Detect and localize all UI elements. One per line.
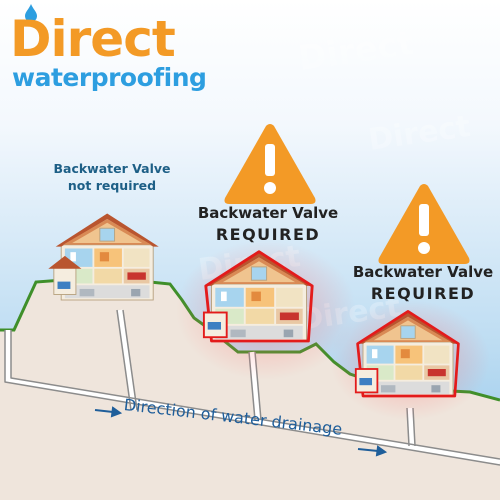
label-line: Backwater Valve xyxy=(53,161,171,176)
arrow-right-icon xyxy=(94,406,123,418)
house-middle-label: Backwater Valve REQUIRED xyxy=(188,203,348,245)
label-required: REQUIRED xyxy=(215,225,321,244)
label-line: Backwater Valve xyxy=(197,204,339,222)
logo-direct: Direct xyxy=(10,10,176,68)
label-required: REQUIRED xyxy=(370,284,476,303)
logo-waterproofing: waterproofing xyxy=(12,63,207,92)
house-downhill xyxy=(354,310,460,398)
label-line: Backwater Valve xyxy=(352,263,494,281)
house-downhill-label: Backwater Valve REQUIRED xyxy=(343,262,500,304)
arrow-right-icon xyxy=(357,445,388,457)
label-line: not required xyxy=(67,178,157,193)
water-drop-icon xyxy=(25,4,37,22)
house-uphill-label: Backwater Valve not required xyxy=(48,160,176,194)
house-middle xyxy=(202,250,314,343)
house-uphill xyxy=(48,213,160,301)
